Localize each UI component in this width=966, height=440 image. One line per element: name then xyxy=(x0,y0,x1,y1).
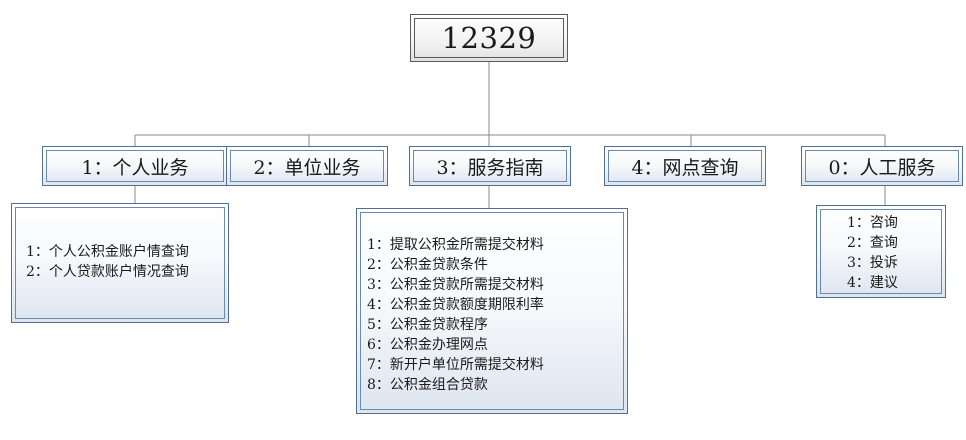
category-manual-service: 0：人工服务 xyxy=(801,146,963,186)
detail-personal-business: 1：个人公积金账户情查询 2：个人贷款账户情况查询 xyxy=(11,203,229,323)
category-label: 2：单位业务 xyxy=(253,156,361,179)
list-item: 4：公积金贷款额度期限利率 xyxy=(367,297,544,313)
list-item: 1：个人公积金账户情查询 xyxy=(26,244,189,260)
category-label: 3：服务指南 xyxy=(436,156,544,179)
category-personal-business: 1：个人业务 xyxy=(42,146,228,186)
list-item: 1：提取公积金所需提交材料 xyxy=(367,237,544,253)
list-item: 6：公积金办理网点 xyxy=(367,337,488,353)
list-item: 4：建议 xyxy=(847,275,898,291)
detail-list: 1：个人公积金账户情查询 2：个人贷款账户情况查询 xyxy=(26,242,189,282)
detail-list: 1：咨询 2：查询 3：投诉 4：建议 xyxy=(847,213,898,293)
detail-service-guide: 1：提取公积金所需提交材料 2：公积金贷款条件 3：公积金贷款所需提交材料 4：… xyxy=(356,208,628,414)
list-item: 7：新开户单位所需提交材料 xyxy=(367,357,544,373)
list-item: 2：查询 xyxy=(847,235,898,251)
list-item: 2：公积金贷款条件 xyxy=(367,257,488,273)
category-outlet-query: 4：网点查询 xyxy=(604,146,766,186)
category-label: 4：网点查询 xyxy=(631,156,739,179)
list-item: 3：公积金贷款所需提交材料 xyxy=(367,277,544,293)
category-label: 1：个人业务 xyxy=(81,156,189,179)
detail-manual-service: 1：咨询 2：查询 3：投诉 4：建议 xyxy=(816,205,946,298)
detail-list: 1：提取公积金所需提交材料 2：公积金贷款条件 3：公积金贷款所需提交材料 4：… xyxy=(367,235,544,395)
list-item: 1：咨询 xyxy=(847,215,898,231)
root-node: 12329 xyxy=(410,14,568,62)
list-item: 3：投诉 xyxy=(847,255,898,271)
category-unit-business: 2：单位业务 xyxy=(226,146,388,186)
root-label: 12329 xyxy=(441,21,537,55)
list-item: 8：公积金组合贷款 xyxy=(367,377,488,393)
category-service-guide: 3：服务指南 xyxy=(409,146,571,186)
list-item: 5：公积金贷款程序 xyxy=(367,317,488,333)
category-label: 0：人工服务 xyxy=(828,156,936,179)
list-item: 2：个人贷款账户情况查询 xyxy=(26,264,189,280)
